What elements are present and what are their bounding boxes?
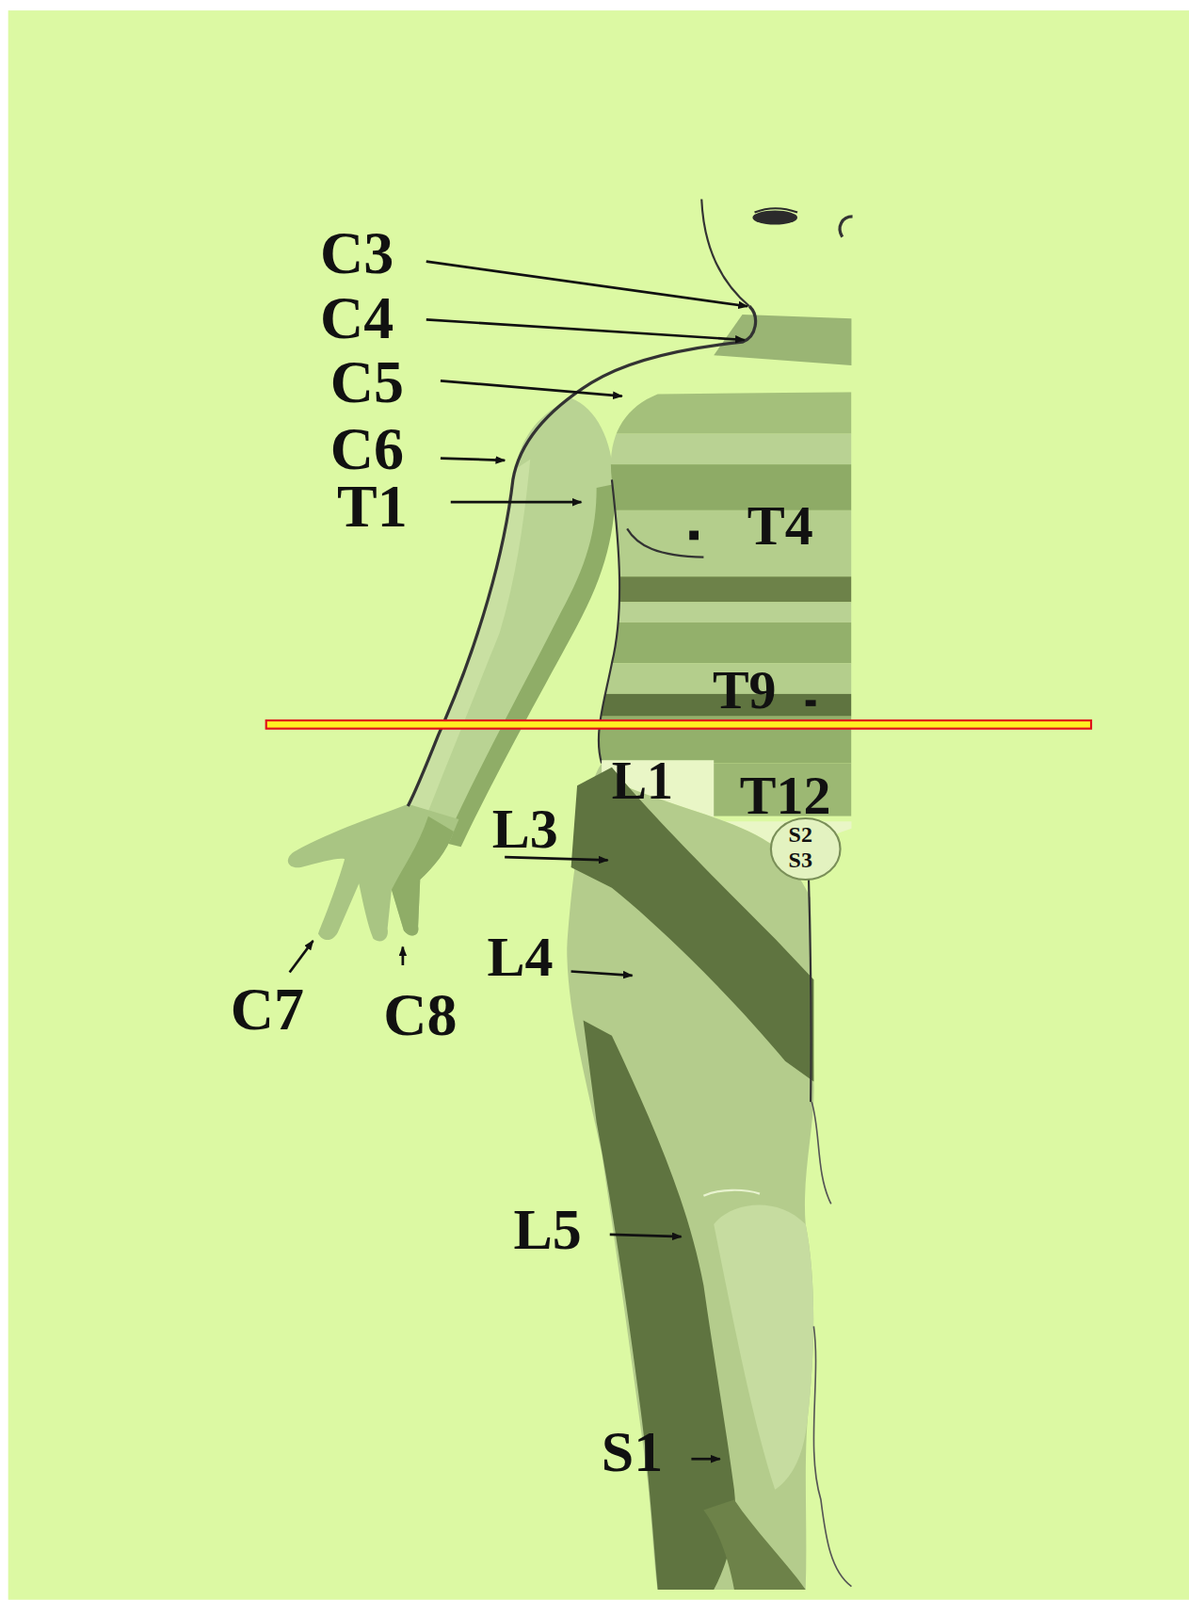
dermatome-label: C7 <box>230 979 305 1040</box>
dermatome-label: T12 <box>739 768 832 823</box>
dermatome-label: T1 <box>337 476 408 537</box>
dermatome-label: L5 <box>513 1199 581 1258</box>
dermatome-label: C4 <box>320 288 394 349</box>
dermatome-label: L1 <box>611 754 674 807</box>
dermatome-label: S2 <box>788 822 813 846</box>
dermatome-label: S3 <box>788 848 813 871</box>
dermatome-label: C3 <box>320 223 394 284</box>
dermatome-label: C8 <box>383 984 457 1045</box>
dermatome-label: C5 <box>330 352 404 413</box>
dermatome-label: T4 <box>747 497 814 554</box>
dermatome-label: L3 <box>492 800 559 857</box>
dermatome-label: C6 <box>330 418 404 480</box>
dermatome-label: L4 <box>486 928 553 985</box>
dermatome-label: T9 <box>712 662 777 718</box>
dermatome-label: S1 <box>601 1421 663 1480</box>
